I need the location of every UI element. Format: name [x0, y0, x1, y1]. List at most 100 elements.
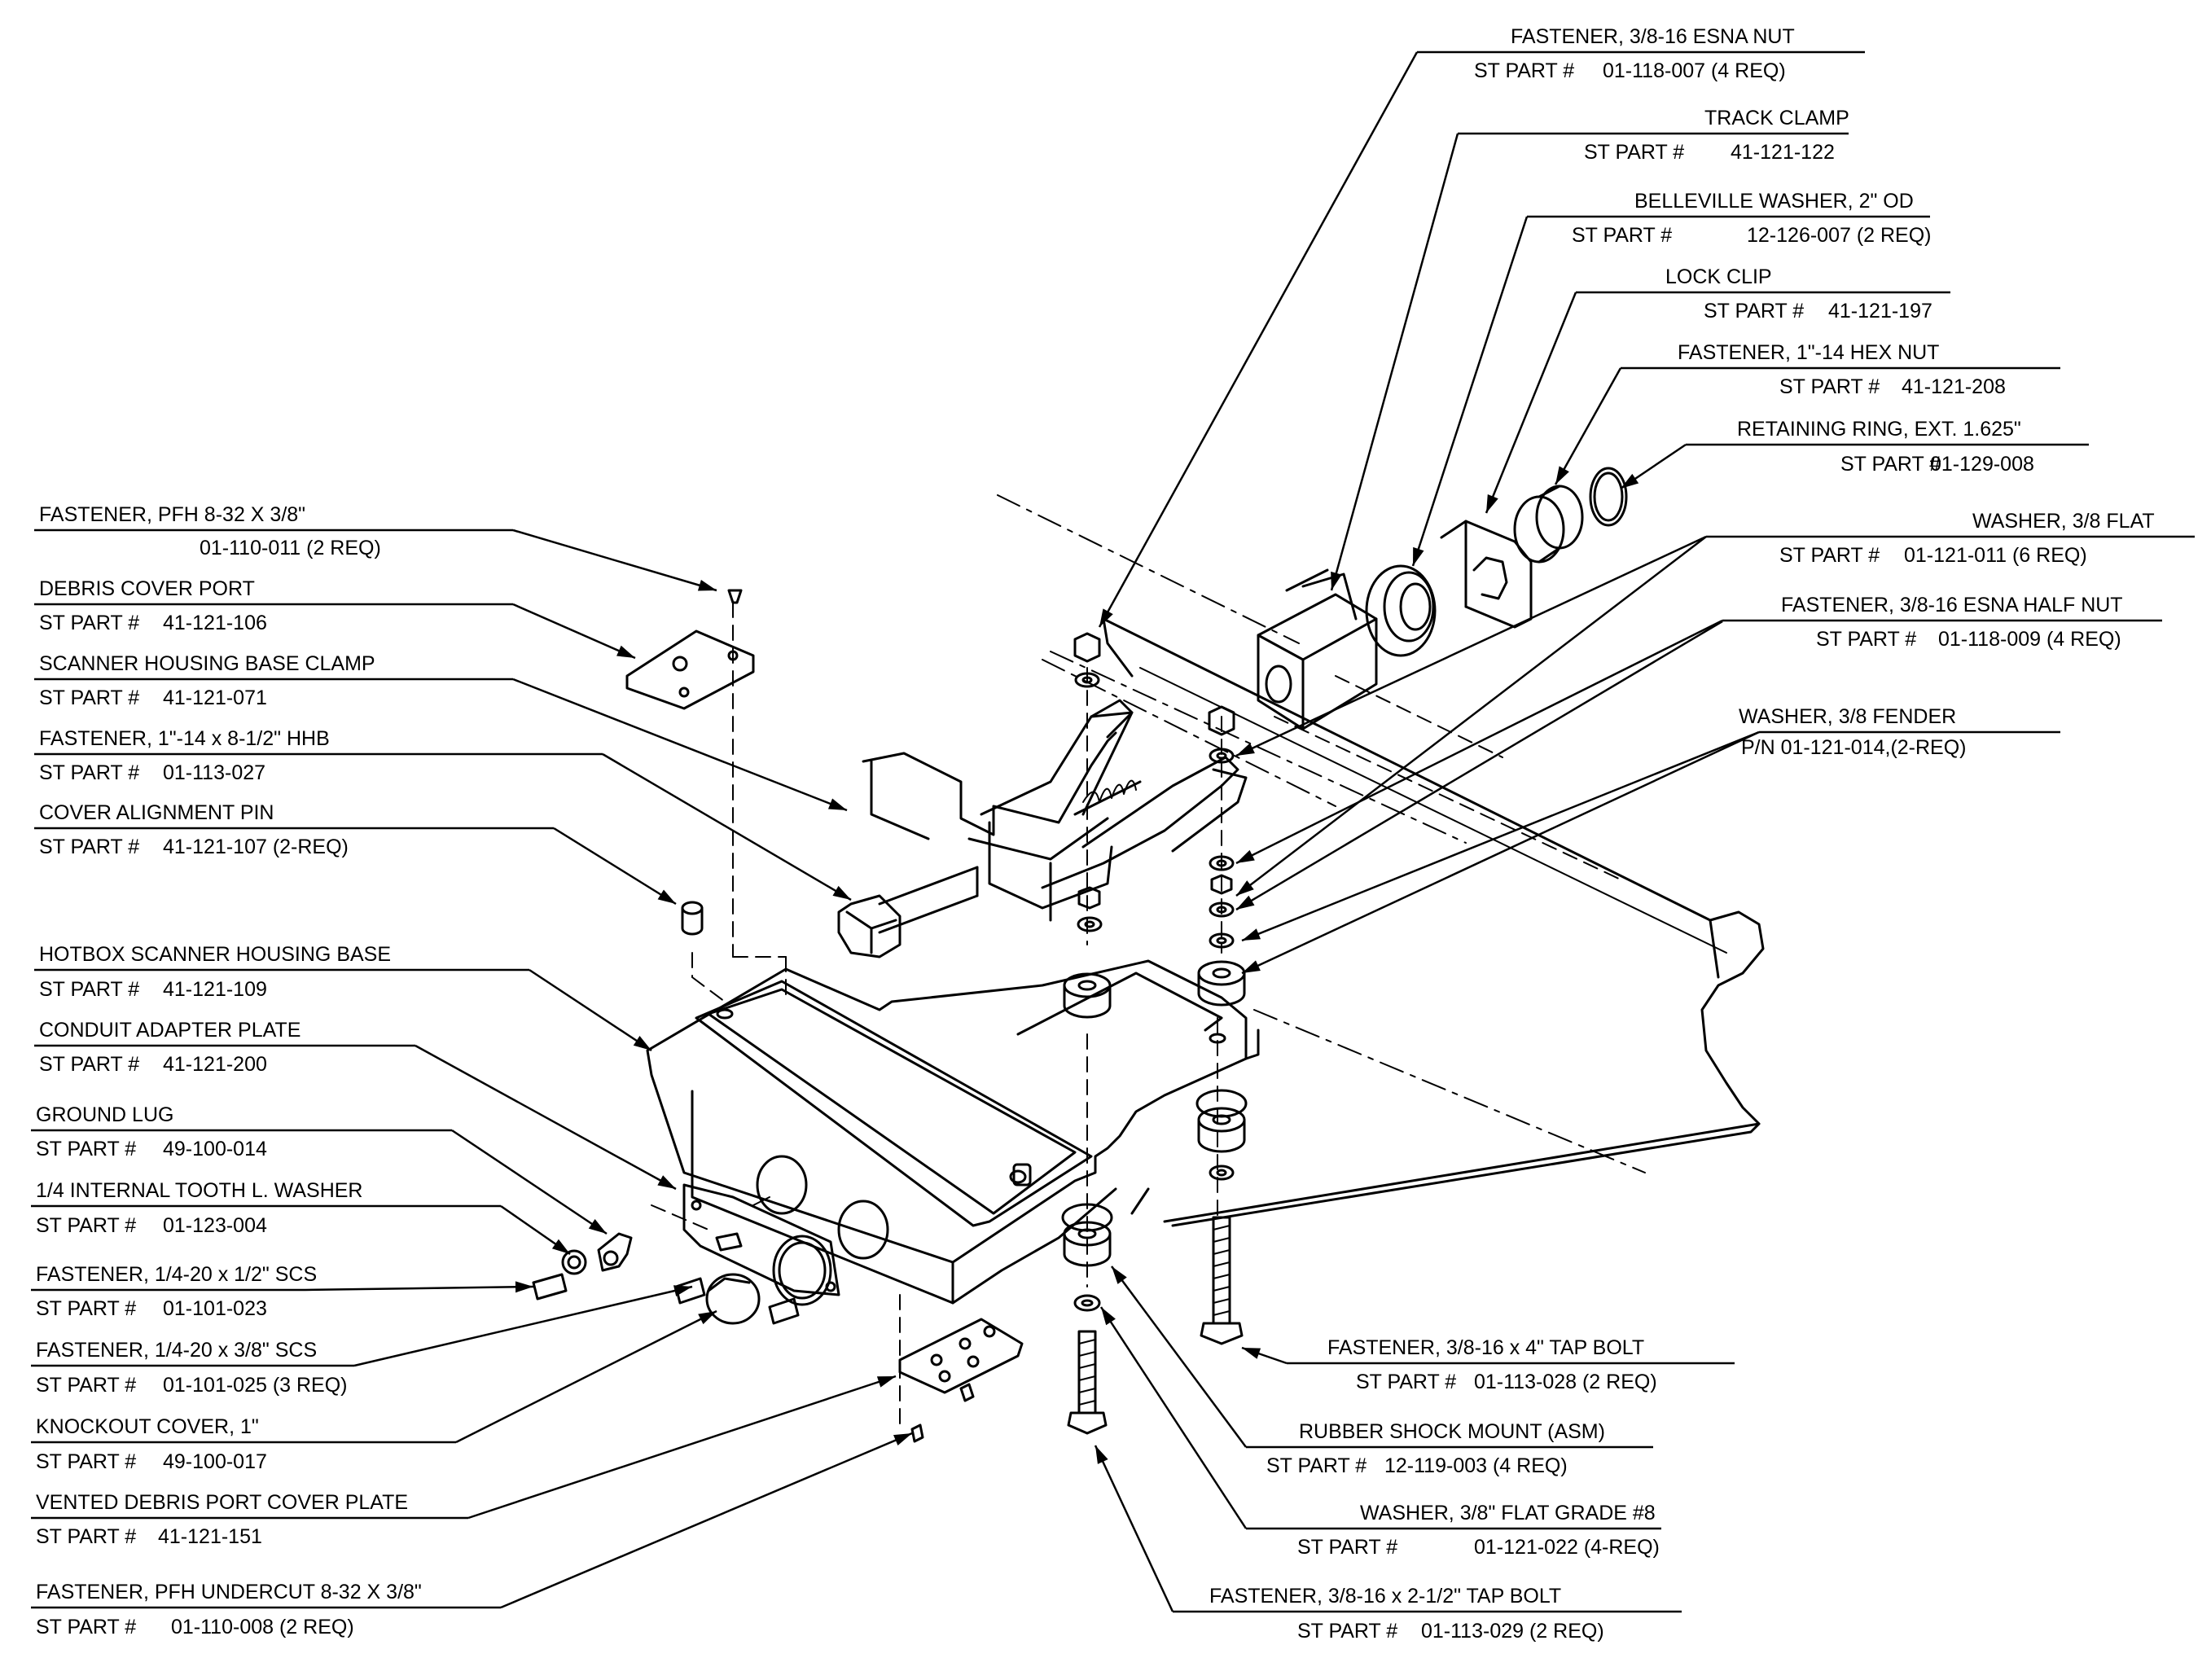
- leader-arrowhead: [1236, 849, 1255, 863]
- ground-lug-drawing: [532, 1232, 800, 1325]
- leader-arrowhead: [551, 1239, 570, 1254]
- callout-right-number: 41-121-122: [1731, 141, 1835, 164]
- callout-left-number: 49-100-014: [163, 1138, 267, 1160]
- leader-arrowhead: [1112, 1266, 1127, 1284]
- callout-left-name: CONDUIT ADAPTER PLATE: [39, 1019, 301, 1042]
- callout-right-prefix: ST PART #: [1474, 59, 1575, 82]
- callout-right-number: 41-121-208: [1902, 375, 2006, 398]
- callout-right-name: LOCK CLIP: [1665, 265, 1772, 288]
- lock-clip-drawing: [1440, 520, 1533, 629]
- rubber-mount-drawing: [1061, 1089, 1248, 1232]
- leader-arrowhead: [1486, 493, 1498, 513]
- leader-arrowhead: [616, 645, 635, 658]
- callout-right-name: WASHER, 3/8 FENDER: [1739, 705, 1957, 728]
- leader-arrowhead: [1095, 1445, 1108, 1464]
- belleville-washer-drawing: [1365, 564, 1437, 657]
- retaining-ring-drawing: [1589, 467, 1628, 527]
- callout-right-prefix: ST PART #: [1704, 300, 1805, 322]
- leader-arrowhead: [893, 1433, 912, 1446]
- callout-left-prefix: ST PART #: [39, 761, 140, 784]
- callout-right-number: 12-126-007 (2 REQ): [1747, 224, 1932, 247]
- callout-bottom-number: 01-113-028 (2 REQ): [1474, 1371, 1657, 1393]
- callout-left-name: KNOCKOUT COVER, 1": [36, 1415, 259, 1438]
- leader-arrowhead: [657, 1175, 676, 1189]
- leader-arrowhead: [657, 889, 676, 904]
- callout-left-prefix: ST PART #: [36, 1138, 137, 1160]
- callout-right-number: 01-118-009 (4 REQ): [1938, 628, 2121, 651]
- nut-stack-left-drawing: [1063, 632, 1112, 1435]
- callout-left-number: 41-121-109: [163, 978, 267, 1001]
- assembly-dashed-lines: [651, 602, 1621, 1426]
- callout-right-name: BELLEVILLE WASHER, 2" OD: [1634, 190, 1914, 213]
- leader-arrowhead: [1101, 1307, 1116, 1326]
- callout-left-number: 01-123-004: [163, 1214, 267, 1237]
- callout-right-name: RETAINING RING, EXT. 1.625": [1737, 418, 2021, 441]
- callout-right-prefix: ST PART #: [1572, 224, 1673, 247]
- callout-left-prefix: ST PART #: [36, 1450, 137, 1473]
- leader-arrowhead: [1621, 473, 1639, 489]
- leader-arrowhead: [515, 1281, 533, 1293]
- callout-left-prefix: ST PART #: [36, 1214, 137, 1237]
- rail-drawing: [1102, 617, 1765, 1227]
- callout-bottom-prefix: ST PART #: [1297, 1620, 1398, 1643]
- callout-left-name: 1/4 INTERNAL TOOTH L. WASHER: [36, 1179, 363, 1202]
- callout-right-number: 01-129-008: [1930, 453, 2034, 476]
- callout-right-name: FASTENER, 3/8-16 ESNA NUT: [1511, 25, 1795, 48]
- callout-left-name: FASTENER, PFH UNDERCUT 8-32 X 3/8": [36, 1581, 422, 1603]
- leader-arrowhead: [673, 1285, 692, 1296]
- centerlines: [997, 494, 1646, 1173]
- callout-left-name: DEBRIS COVER PORT: [39, 577, 255, 600]
- leader-arrowhead: [1236, 895, 1255, 910]
- callout-right-name: FASTENER, 1"-14 HEX NUT: [1678, 341, 1940, 364]
- callout-left-name: GROUND LUG: [36, 1103, 174, 1126]
- leader-arrowhead: [876, 1376, 896, 1388]
- callout-right-number: P/N 01-121-014,(2-REQ): [1741, 736, 1967, 759]
- leader-arrowhead: [588, 1218, 607, 1234]
- callout-bottom-prefix: ST PART #: [1266, 1454, 1367, 1477]
- leader-arrowhead: [832, 885, 851, 900]
- callout-left-name: FASTENER, 1/4-20 x 3/8" SCS: [36, 1339, 318, 1362]
- leader-arrowhead: [1555, 466, 1569, 485]
- callout-left-prefix: ST PART #: [36, 1374, 137, 1397]
- track-clamp-drawing: [1257, 568, 1378, 730]
- callout-bottom-prefix: ST PART #: [1356, 1371, 1457, 1393]
- callout-left-name: COVER ALIGNMENT PIN: [39, 801, 274, 824]
- leader-arrowhead: [827, 798, 847, 810]
- leader-arrowhead: [1413, 546, 1424, 566]
- callout-left-number: 41-121-151: [158, 1525, 262, 1548]
- callout-left-prefix: ST PART #: [39, 612, 140, 634]
- callout-left-prefix: ST PART #: [39, 836, 140, 858]
- hex-nut-drawing: [1513, 485, 1584, 564]
- leader-arrowhead: [1099, 608, 1113, 627]
- callout-right-prefix: ST PART #: [1816, 628, 1917, 651]
- callout-bottom-number: 01-113-029 (2 REQ): [1421, 1620, 1604, 1643]
- callout-right-prefix: ST PART #: [1779, 375, 1880, 398]
- callout-left-name: VENTED DEBRIS PORT COVER PLATE: [36, 1491, 409, 1514]
- debris-cover-port-drawing: [625, 589, 755, 710]
- callout-left-number: 41-121-200: [163, 1053, 267, 1076]
- callout-left-prefix: ST PART #: [36, 1616, 137, 1638]
- callout-left-number: 41-121-071: [163, 686, 267, 709]
- callout-left-name: HOTBOX SCANNER HOUSING BASE: [39, 943, 392, 966]
- leader-arrowhead: [1236, 743, 1255, 756]
- callout-left-number: 01-101-025 (3 REQ): [163, 1374, 348, 1397]
- housing-base-drawing: [646, 959, 1260, 1305]
- leader-lines: [305, 51, 1760, 1612]
- callout-bottom-number: 12-119-003 (4 REQ): [1384, 1454, 1568, 1477]
- callout-bottom-name: FASTENER, 3/8-16 x 4" TAP BOLT: [1327, 1336, 1645, 1359]
- callout-left-number: 01-110-008 (2 REQ): [171, 1616, 354, 1638]
- callout-underlines: [31, 50, 2195, 1613]
- callout-left-prefix: ST PART #: [36, 1297, 137, 1320]
- leader-arrowhead: [697, 580, 717, 591]
- callout-left-name: FASTENER, 1/4-20 x 1/2" SCS: [36, 1263, 318, 1286]
- leader-arrowhead: [1242, 960, 1261, 973]
- callout-left-number: 01-101-023: [163, 1297, 267, 1320]
- callout-left-number: 41-121-107 (2-REQ): [163, 836, 349, 858]
- leader-arrowhead: [1236, 880, 1254, 896]
- callout-left-number: 01-113-027: [163, 761, 266, 784]
- callout-left-prefix: ST PART #: [39, 978, 140, 1001]
- nut-stack-right-drawing: [1197, 705, 1246, 1345]
- callout-bottom-name: WASHER, 3/8" FLAT GRADE #8: [1360, 1502, 1656, 1524]
- callout-left-number: 01-110-011 (2 REQ): [200, 537, 381, 559]
- callout-left-name: FASTENER, PFH 8-32 X 3/8": [39, 503, 306, 526]
